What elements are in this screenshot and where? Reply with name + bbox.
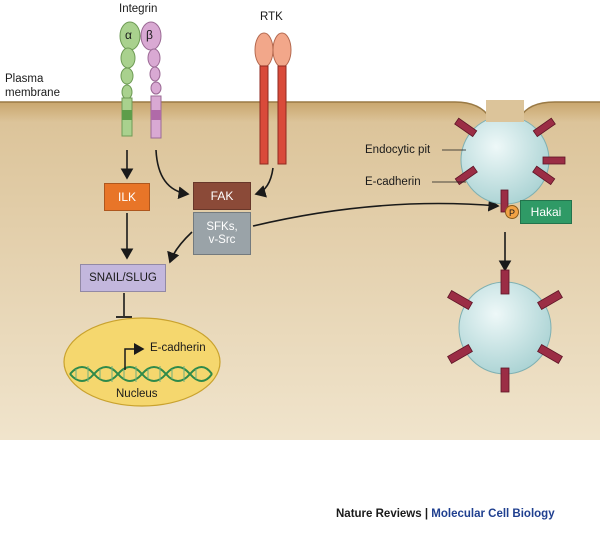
alpha-label: α xyxy=(125,28,132,42)
rtk-receptor xyxy=(254,32,292,165)
dna-helix xyxy=(69,366,213,382)
endocytic-pit xyxy=(460,100,550,205)
sfks-label: SFKs, xyxy=(206,220,238,233)
journal-brand: Nature Reviews xyxy=(336,508,422,520)
journal-name: Molecular Cell Biology xyxy=(431,508,555,520)
vesicle-cadherin-spikes xyxy=(447,269,563,393)
ilk-box: ILK xyxy=(104,183,150,211)
beta-label: β xyxy=(146,28,153,42)
plasma-label: Plasma xyxy=(5,73,44,85)
transcription-start-arrow xyxy=(124,343,145,370)
arrow-rtk-to-fak xyxy=(254,167,274,198)
nucleus xyxy=(63,317,221,407)
journal-separator: | xyxy=(421,508,432,520)
snail-slug-box: SNAIL/SLUG xyxy=(80,264,166,292)
integrin-beta-subunit xyxy=(140,21,162,139)
endocytic-pit-label: Endocytic pit xyxy=(365,144,431,156)
ilk-label: ILK xyxy=(117,189,136,204)
fak-label: FAK xyxy=(210,188,234,203)
e-cadherin-pit-label: E-cadherin xyxy=(365,176,421,188)
arrow-integrin-to-fak xyxy=(155,149,190,200)
snail-slug-label: SNAIL/SLUG xyxy=(89,271,157,284)
v-src-label: v-Src xyxy=(208,233,236,246)
phosphorylation-badge: P xyxy=(505,205,519,219)
membrane-label: membrane xyxy=(5,87,60,99)
integrin-label: Integrin xyxy=(119,3,158,15)
arrow-src-to-ecadherin xyxy=(252,198,500,227)
rtk-label: RTK xyxy=(260,11,283,23)
nucleus-label: Nucleus xyxy=(116,388,158,400)
integrin-alpha-subunit xyxy=(119,21,141,137)
pit-cadherin-spikes xyxy=(454,117,566,213)
sfks-box: SFKs, v-Src xyxy=(193,212,251,255)
fak-box: FAK xyxy=(193,182,251,210)
journal-credit: Nature Reviews | Molecular Cell Biology xyxy=(336,508,555,520)
hakai-label: Hakai xyxy=(530,204,562,219)
e-cadherin-gene-label: E-cadherin xyxy=(150,342,206,354)
arrow-src-to-snail xyxy=(167,231,193,264)
hakai-box: Hakai xyxy=(520,200,572,224)
internalized-vesicle xyxy=(458,281,552,375)
